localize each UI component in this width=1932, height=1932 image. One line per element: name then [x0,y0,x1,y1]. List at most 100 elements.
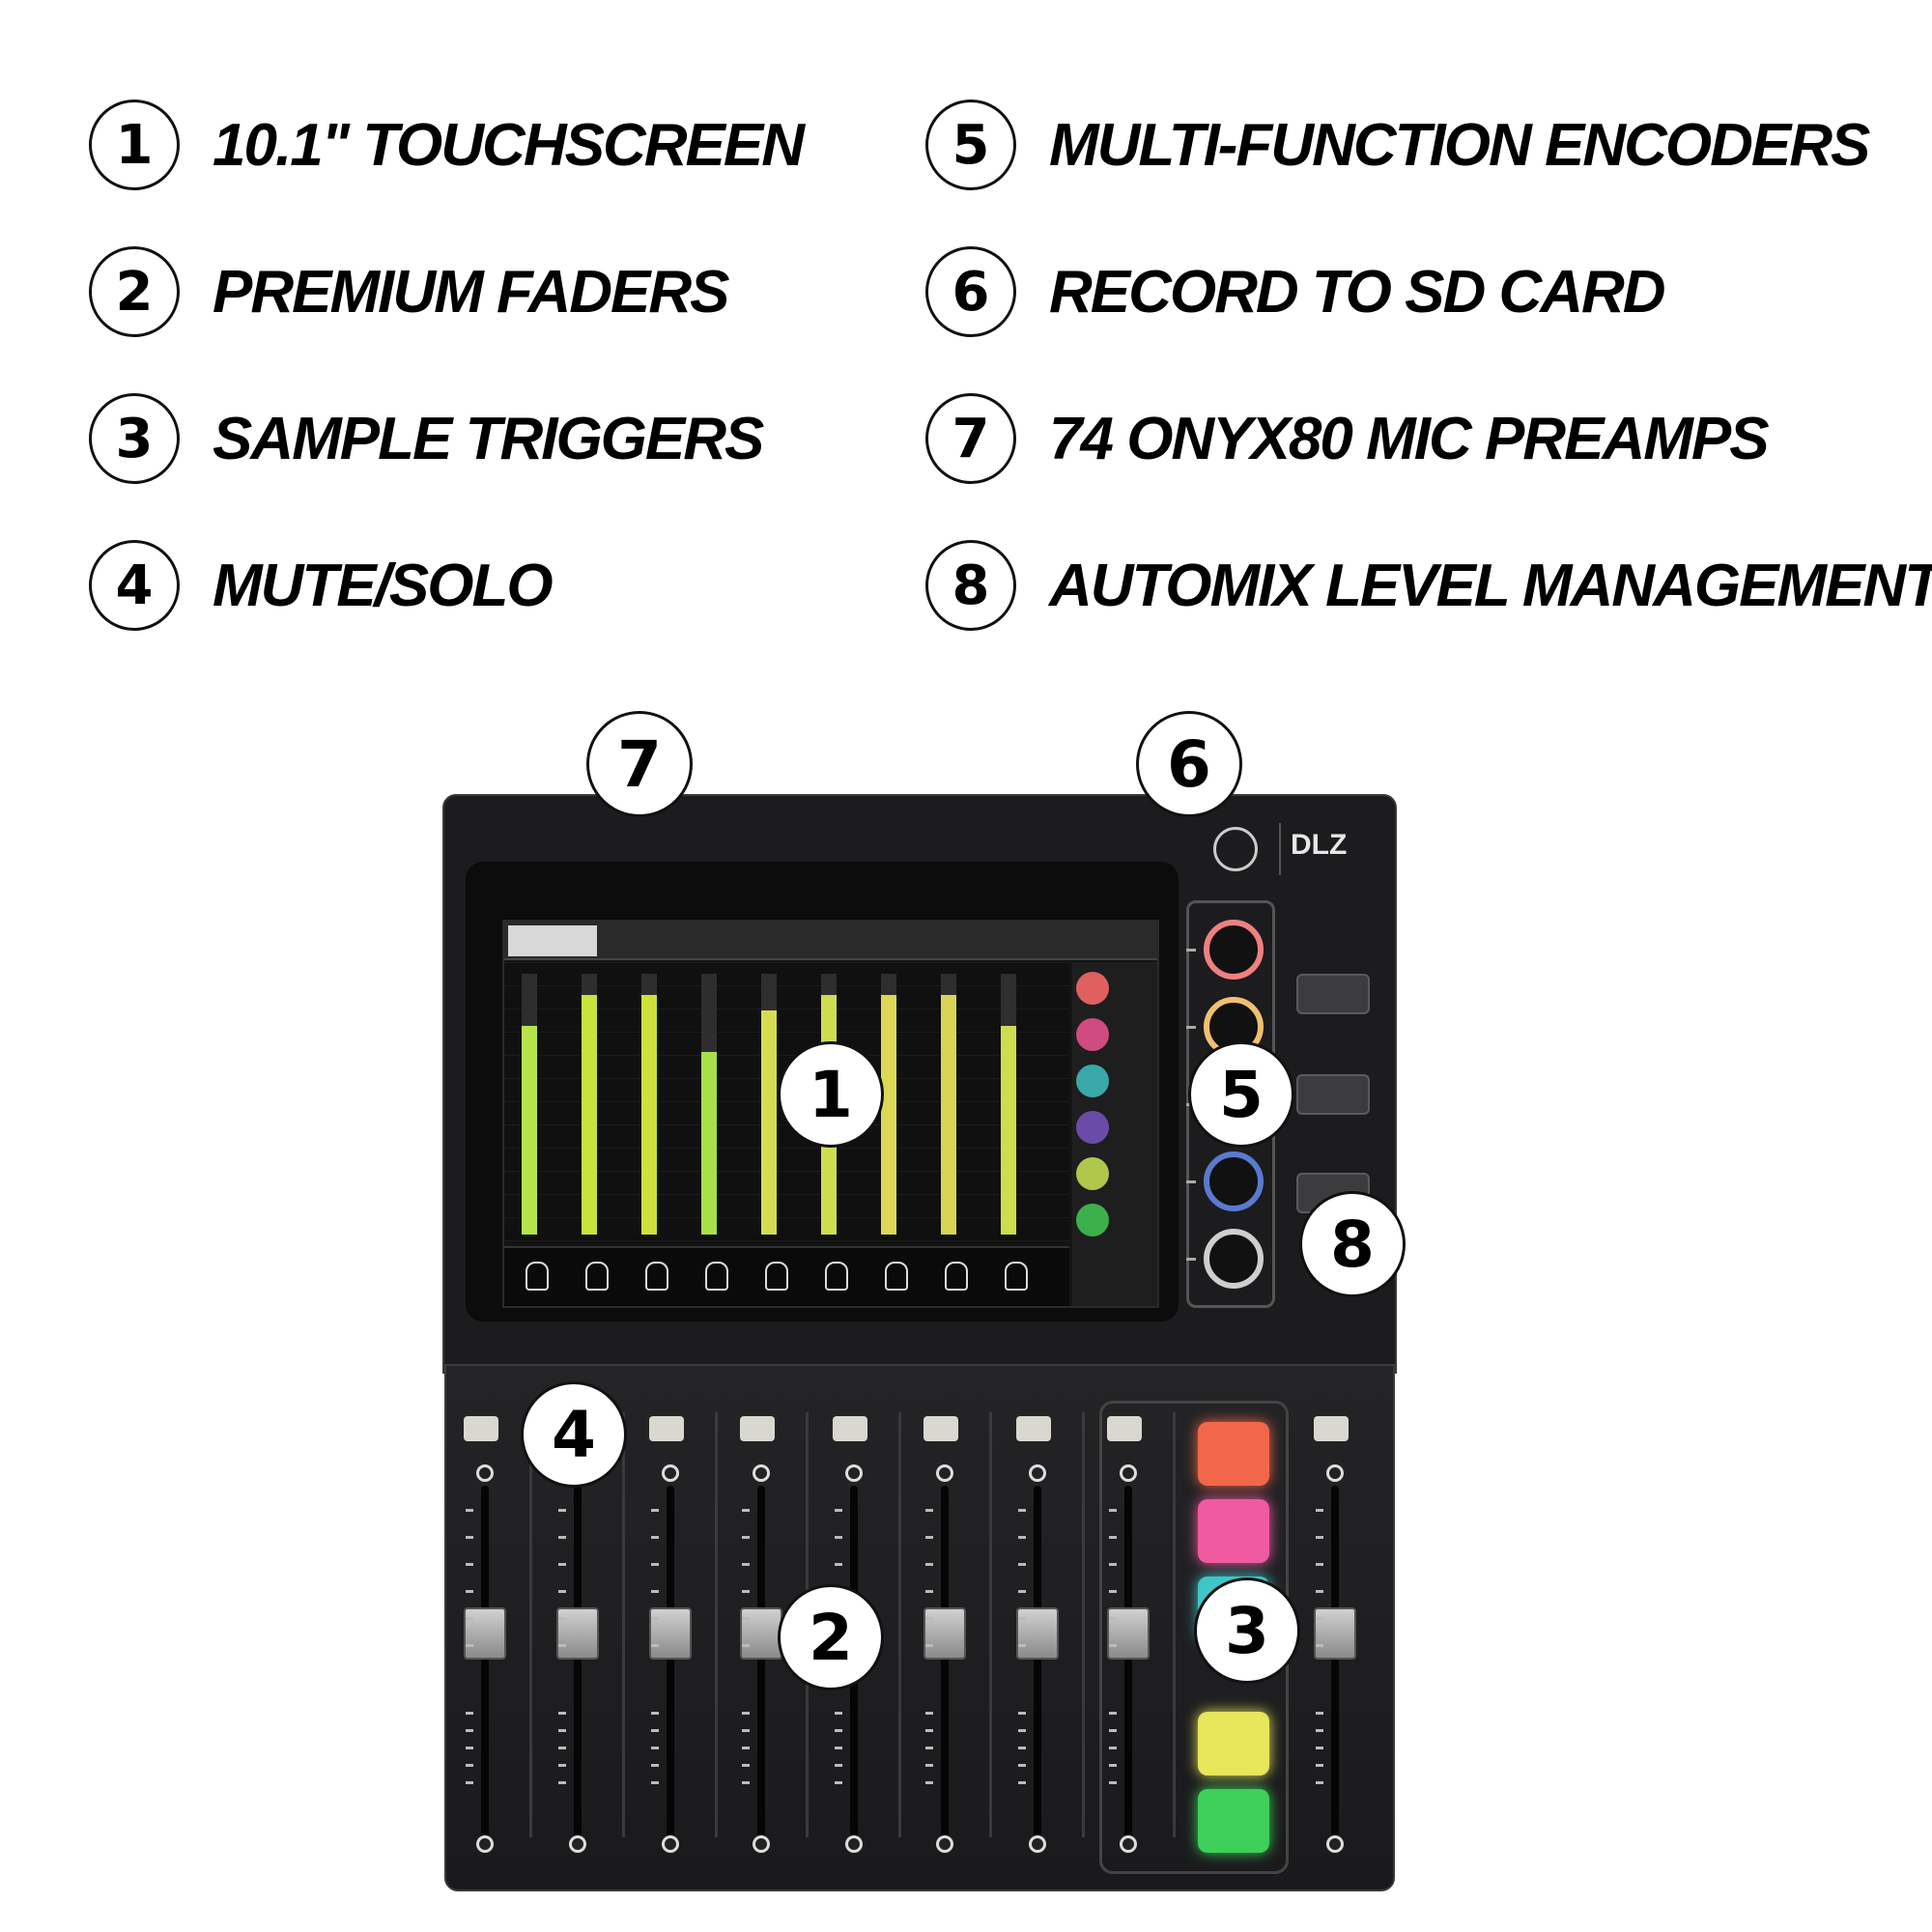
channel-type-icon[interactable] [645,1262,668,1291]
mute-solo-button[interactable] [1016,1416,1051,1441]
fader-tick [558,1644,566,1647]
fader-tick [1109,1781,1117,1784]
level-meter-fill [641,994,657,1235]
level-meter [1001,974,1016,1235]
encoder-knob[interactable] [1204,1151,1264,1211]
side-panel-row [1113,1223,1157,1252]
mixer-device: DLZ [442,794,1397,1891]
fader-tick [466,1617,473,1620]
mute-solo-button[interactable] [464,1416,498,1441]
fader-tick [558,1729,566,1732]
sample-trigger-pad[interactable] [1198,1422,1269,1486]
channel-type-icon[interactable] [526,1262,549,1291]
color-swatch[interactable] [1076,1111,1109,1144]
callout-5: 5 [1188,1041,1294,1148]
mute-solo-button[interactable] [1314,1416,1349,1441]
feature-number-badge: 1 [89,99,180,190]
color-swatch[interactable] [1076,1018,1109,1051]
fader-cap[interactable] [556,1606,599,1660]
level-meter [641,974,657,1235]
encoder-knob[interactable] [1204,920,1264,980]
feature-number-badge: 6 [925,246,1016,337]
fader-top-knob-icon [1120,1464,1137,1482]
channel-divider [1082,1412,1085,1837]
fader-tick [742,1617,750,1620]
record-button[interactable] [1296,1074,1370,1115]
fader-tick [835,1509,842,1512]
channel-type-icon[interactable] [585,1262,609,1291]
encoder-indicator [1186,1258,1196,1261]
feature-label: 74 ONYX80 MIC PREAMPS [1049,405,1770,472]
fader-tick [651,1747,659,1749]
fader-tick [925,1729,933,1732]
color-swatch[interactable] [1076,1065,1109,1097]
level-meter [582,974,597,1235]
fader-cap[interactable] [740,1606,782,1660]
fader-tick [742,1747,750,1749]
fader-tick [466,1590,473,1593]
fader-tick [1109,1509,1117,1512]
sample-trigger-pad[interactable] [1198,1499,1269,1563]
channel-type-icon[interactable] [1005,1262,1028,1291]
screen-tab [605,925,682,956]
encoder-knob[interactable] [1204,1229,1264,1289]
fader-tick [1109,1747,1117,1749]
fader-cap[interactable] [464,1606,506,1660]
fader-bottom-knob-icon [1029,1835,1046,1853]
feature-number-badge: 8 [925,540,1016,631]
fader-tick [1018,1712,1026,1715]
channel-type-icon[interactable] [765,1262,788,1291]
home-button[interactable] [1296,974,1370,1014]
fader-tick [925,1747,933,1749]
fader-cap[interactable] [923,1606,966,1660]
fader-cap[interactable] [1314,1606,1356,1660]
fader-tick [651,1729,659,1732]
sample-trigger-pad[interactable] [1198,1712,1269,1776]
callout-2: 2 [778,1584,884,1690]
feature-label: SAMPLE TRIGGERS [213,405,764,472]
color-swatch[interactable] [1076,972,1109,1005]
mute-solo-button[interactable] [740,1416,775,1441]
encoder-indicator [1186,1180,1196,1183]
fader-track [574,1486,582,1843]
fader-tick [466,1509,473,1512]
channel-divider [529,1412,532,1837]
channel-type-icon[interactable] [705,1262,728,1291]
color-swatch[interactable] [1076,1157,1109,1190]
fader-tick [1109,1563,1117,1566]
channel-type-icon[interactable] [945,1262,968,1291]
fader-tick [558,1509,566,1512]
channel-divider [989,1412,992,1837]
meter-area [504,962,1069,1242]
level-meter [881,974,896,1235]
mute-solo-button[interactable] [649,1416,684,1441]
channel-type-icon[interactable] [825,1262,848,1291]
fader-tick [1109,1590,1117,1593]
screen-tab-bar [504,922,1157,960]
fader-track [667,1486,674,1843]
fader-tick [742,1563,750,1566]
fader-tick [1018,1729,1026,1732]
mute-solo-button[interactable] [1107,1416,1142,1441]
mute-solo-button[interactable] [833,1416,867,1441]
fader-tick [1109,1729,1117,1732]
channel-type-icon[interactable] [885,1262,908,1291]
fader-tick [742,1781,750,1784]
channel-icon-strip [504,1246,1069,1306]
fader-tick [1109,1764,1117,1767]
level-meter-fill [1001,1026,1016,1235]
encoder-indicator [1186,949,1196,952]
fader-bottom-knob-icon [476,1835,494,1853]
fader-cap[interactable] [649,1606,692,1660]
feature-item-6: 6 RECORD TO SD CARD [925,243,1666,340]
fader-cap[interactable] [1107,1606,1150,1660]
fader-tick [1316,1563,1323,1566]
fader-tick [1018,1781,1026,1784]
fader-cap[interactable] [1016,1606,1059,1660]
mute-solo-button[interactable] [923,1416,958,1441]
encoder-indicator [1186,1026,1196,1029]
sample-trigger-pad[interactable] [1198,1789,1269,1853]
color-swatch[interactable] [1076,1204,1109,1236]
fader-tick [1109,1712,1117,1715]
fader-tick [925,1764,933,1767]
